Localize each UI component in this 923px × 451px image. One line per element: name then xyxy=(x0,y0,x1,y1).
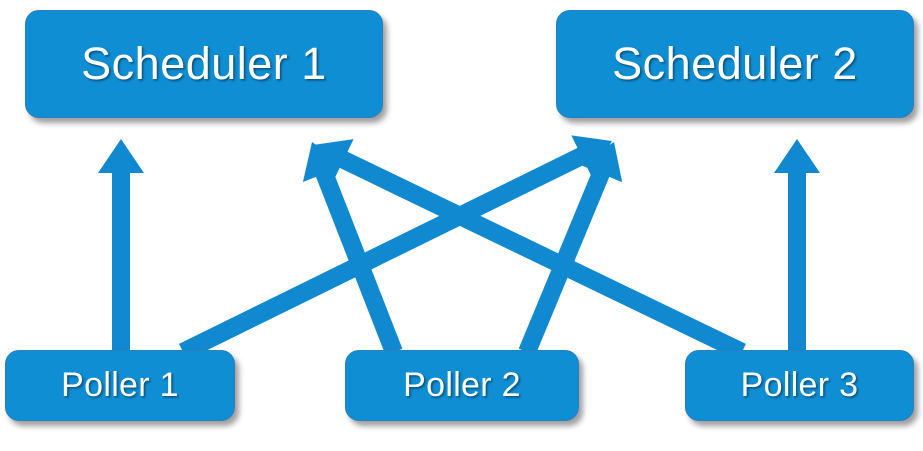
arrow-poller-1-to-scheduler-1 xyxy=(98,139,144,352)
poller-3-node[interactable]: Poller 3 xyxy=(685,350,914,421)
poller-2-node[interactable]: Poller 2 xyxy=(345,350,579,421)
arrow-poller-2-to-scheduler-1 xyxy=(302,142,403,356)
poller-1-label: Poller 1 xyxy=(61,366,179,404)
poller-1-node[interactable]: Poller 1 xyxy=(5,350,235,421)
scheduler-2-label: Scheduler 2 xyxy=(612,38,858,89)
scheduler-2-node[interactable]: Scheduler 2 xyxy=(556,10,914,118)
arrow-poller-3-to-scheduler-2 xyxy=(774,139,820,352)
scheduler-1-label: Scheduler 1 xyxy=(81,38,327,89)
arrow-poller-3-to-scheduler-1 xyxy=(313,139,746,361)
scheduler-1-node[interactable]: Scheduler 1 xyxy=(25,10,383,118)
arrow-poller-2-to-scheduler-2 xyxy=(518,142,623,356)
poller-2-label: Poller 2 xyxy=(403,366,521,404)
arrow-poller-1-to-scheduler-2 xyxy=(179,135,612,361)
poller-3-label: Poller 3 xyxy=(740,366,859,404)
